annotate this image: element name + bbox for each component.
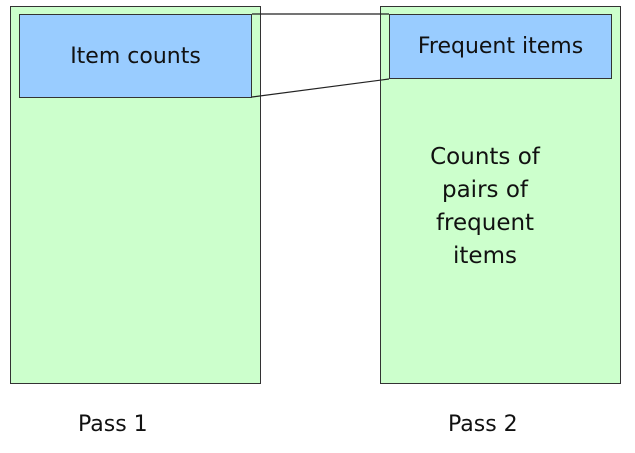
connector-bottom-line [251,78,390,98]
item-counts-box: Item counts [19,14,252,98]
frequent-items-label: Frequent items [417,34,584,59]
frequent-items-box: Frequent items [389,14,612,79]
pair-counts-text: Counts of pairs of frequent items [430,144,540,269]
item-counts-label: Item counts [70,43,201,69]
pass2-caption: Pass 2 [448,412,518,437]
pass1-caption: Pass 1 [78,412,148,437]
